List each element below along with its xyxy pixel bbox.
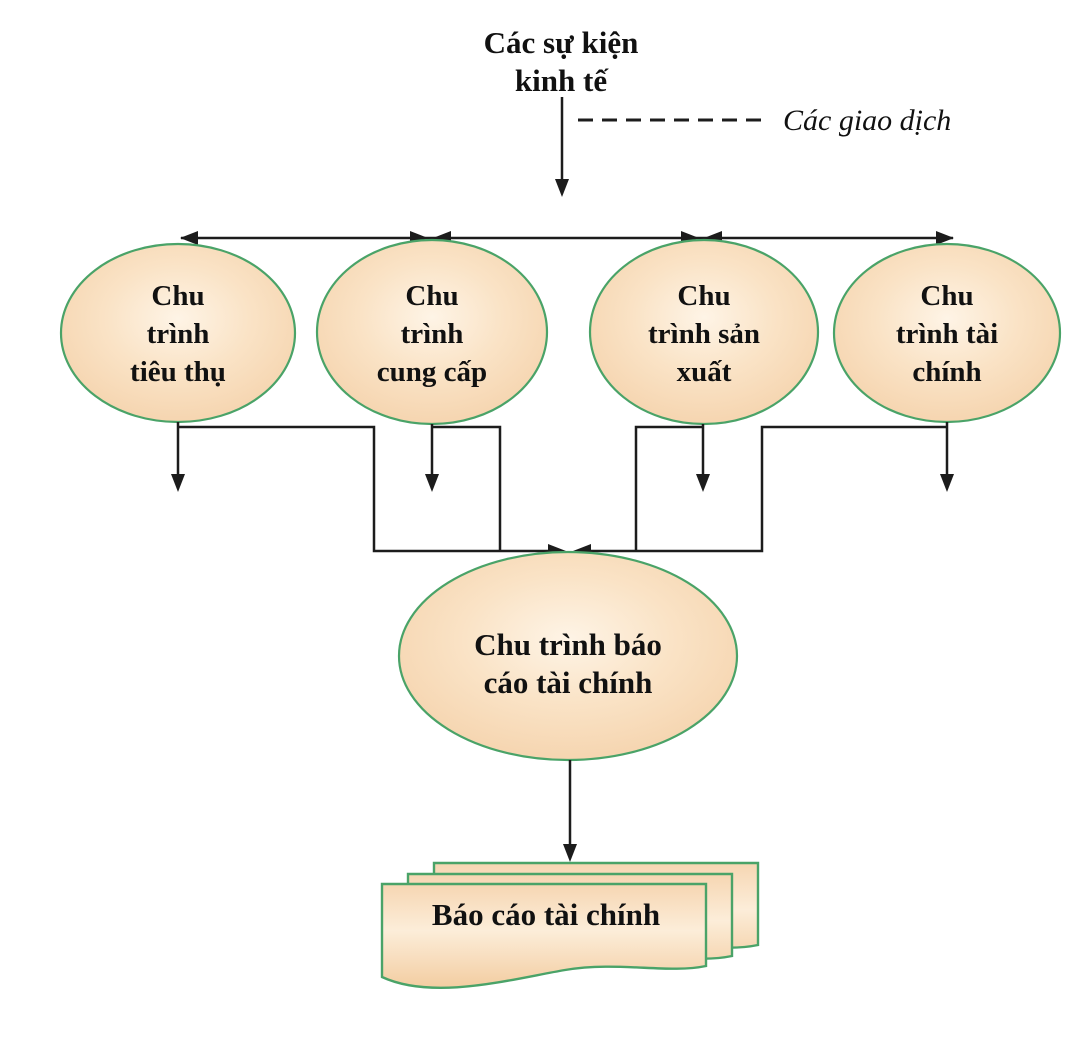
document-label: Báo cáo tài chính: [432, 897, 660, 932]
reporting-label-line: cáo tài chính: [484, 665, 653, 700]
cycle-label-line: Chu: [405, 280, 458, 312]
arrowhead-down-icon: [696, 474, 710, 492]
cycle-label-line: trình sản: [648, 318, 760, 350]
connector-finance: [578, 425, 947, 553]
cycle-label-line: Chu: [677, 280, 730, 312]
financial-statements-documents: Báo cáo tài chính: [380, 861, 760, 989]
cycle-node-finance: Chu trình tài chính: [832, 242, 1062, 424]
cycle-label-line: Chu: [151, 280, 204, 312]
cycle-node-consumption: Chu trình tiêu thụ: [59, 242, 297, 424]
title-line-2: kinh tế: [515, 63, 609, 98]
cycle-label-line: cung cấp: [377, 356, 487, 388]
transactions-legend: Các giao dịch: [578, 104, 951, 137]
transactions-label: Các giao dịch: [783, 104, 951, 137]
arrowhead-down-icon: [940, 474, 954, 492]
title-to-cycles-arrow: [555, 97, 569, 197]
connector-supply: [432, 425, 502, 551]
reporting-label-line: Chu trình báo: [474, 627, 662, 662]
cycle-output-arrows: [171, 422, 954, 492]
arrowhead-down-icon: [425, 474, 439, 492]
cycle-label-line: tiêu thụ: [130, 356, 226, 388]
reporting-cycle-node: Chu trình báo cáo tài chính: [397, 550, 739, 762]
cycle-node-production: Chu trình sản xuất: [588, 238, 820, 426]
cycle-label-line: chính: [912, 356, 981, 388]
cycles-bus-line: [180, 231, 954, 245]
cycle-node-supply: Chu trình cung cấp: [315, 238, 549, 426]
document-shape-front: [380, 882, 708, 989]
economic-events-title: Các sự kiện kinh tế: [484, 25, 639, 98]
cycle-label-line: trình: [147, 318, 210, 350]
title-line-1: Các sự kiện: [484, 25, 639, 60]
arrowhead-right-icon: [936, 231, 954, 245]
reporting-to-document-arrow: [563, 760, 577, 862]
arrowhead-left-icon: [180, 231, 198, 245]
cycle-label-line: xuất: [677, 356, 732, 388]
cycle-label-line: Chu: [920, 280, 973, 312]
cycle-label-line: trình: [401, 318, 464, 350]
connector-production: [634, 425, 703, 551]
arrowhead-down-icon: [563, 844, 577, 862]
cycles-to-reporting-connectors: [178, 425, 947, 558]
arrowhead-down-icon: [171, 474, 185, 492]
cycle-label-line: trình tài: [896, 318, 998, 350]
arrowhead-down-icon: [555, 179, 569, 197]
ellipse-shape: [397, 550, 739, 762]
connector-consumption: [178, 425, 561, 553]
